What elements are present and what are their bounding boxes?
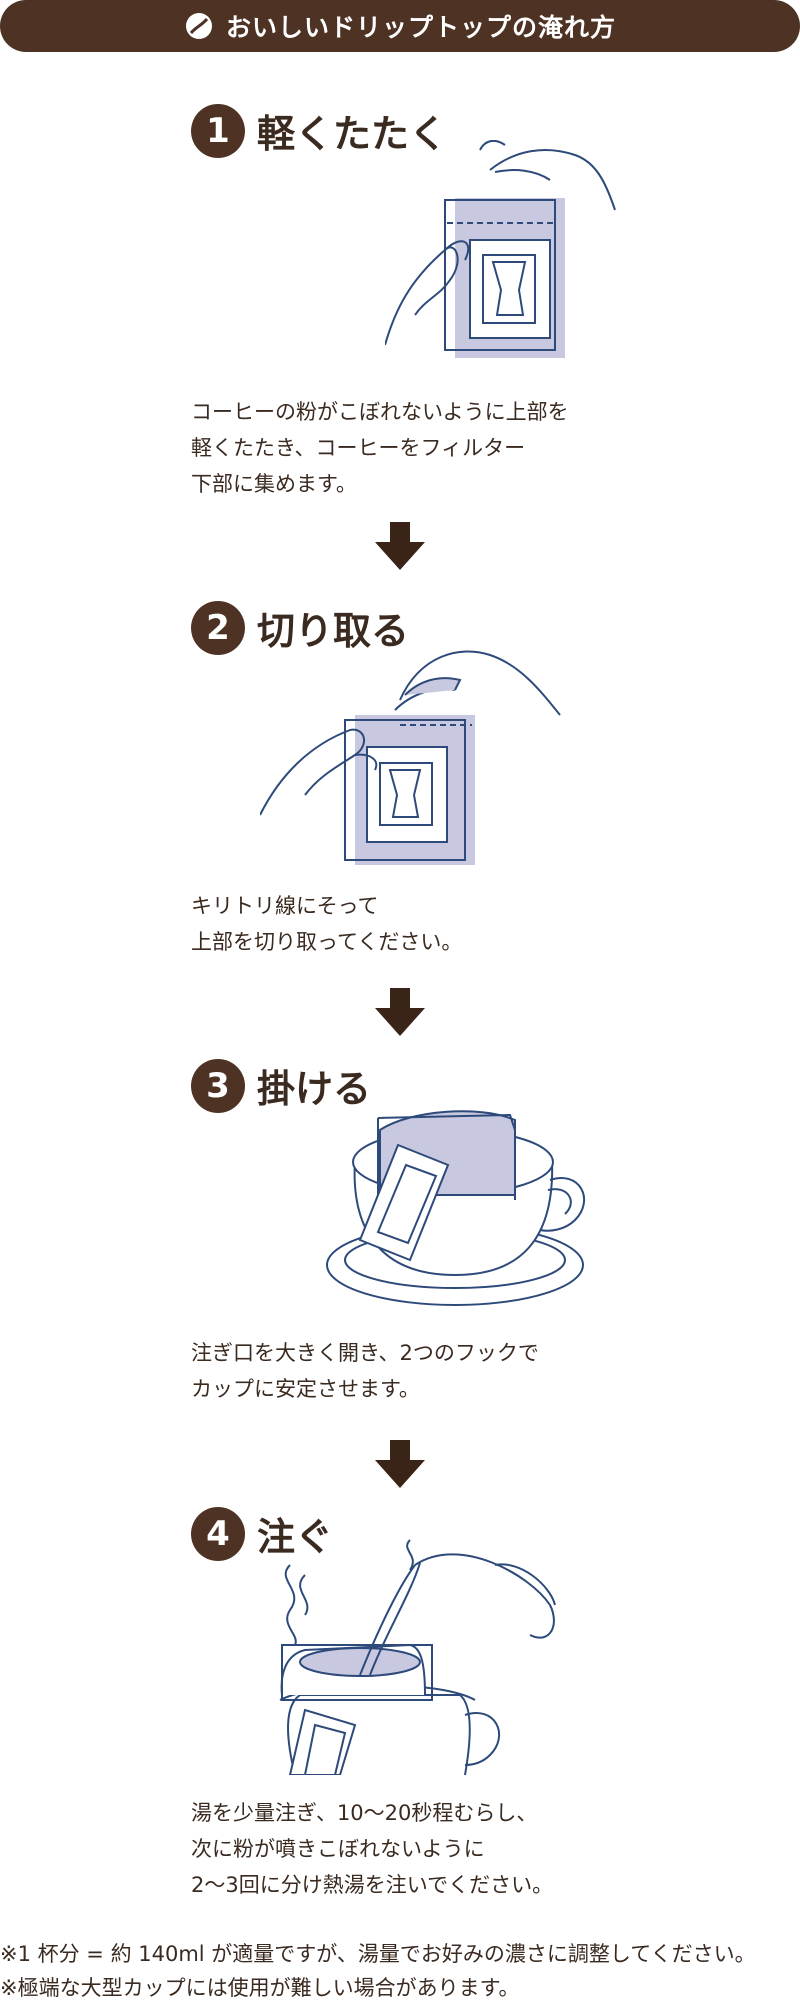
- step-description: キリトリ線にそって 上部を切り取ってください。: [191, 894, 463, 954]
- step-1-heading: 1 軽くたたく: [191, 103, 447, 158]
- tear-bag-illustration: [260, 650, 561, 865]
- step-title: 軽くたたく: [257, 112, 448, 156]
- step-description: 湯を少量注ぎ、10〜20秒程むらし、 次に粉が噴きこぼれないように 2〜3回に分…: [191, 1801, 554, 1897]
- arrow-down-icon: [375, 988, 425, 1036]
- step-description: コーヒーの粉がこぼれないように上部を 軽くたたき、コーヒーをフィルター 下部に集…: [191, 400, 569, 496]
- step-title: 注ぐ: [257, 1515, 334, 1559]
- step-number: 1: [191, 103, 245, 158]
- step-title: 掛ける: [257, 1067, 372, 1111]
- hang-on-cup-illustration: [326, 1110, 586, 1306]
- note-large-cup: ※極端な大型カップには使用が難しい場合があります。: [0, 1976, 520, 2000]
- tap-bag-illustration: [385, 140, 616, 358]
- step-number: 3: [191, 1058, 245, 1113]
- pour-water-illustration: [279, 1539, 556, 1775]
- step-description: 注ぎ口を大きく開き、2つのフックで カップに安定させます。: [191, 1341, 539, 1401]
- step-4-heading: 4 注ぐ: [191, 1506, 333, 1561]
- header-banner: おいしいドリップトップの淹れ方: [0, 0, 800, 52]
- step-3-heading: 3 掛ける: [191, 1058, 371, 1113]
- arrow-down-icon: [375, 522, 425, 570]
- step-number: 4: [191, 1506, 245, 1561]
- page-title: おいしいドリップトップの淹れ方: [225, 13, 616, 42]
- coffee-bean-icon: [185, 13, 212, 39]
- step-title: 切り取る: [257, 609, 410, 653]
- step-number: 2: [191, 600, 245, 655]
- arrow-down-icon: [375, 1440, 425, 1488]
- step-2-heading: 2 切り取る: [191, 600, 409, 655]
- note-serving: ※1 杯分 = 約 140ml が適量ですが、湯量でお好みの濃さに調整してくださ…: [0, 1942, 756, 1966]
